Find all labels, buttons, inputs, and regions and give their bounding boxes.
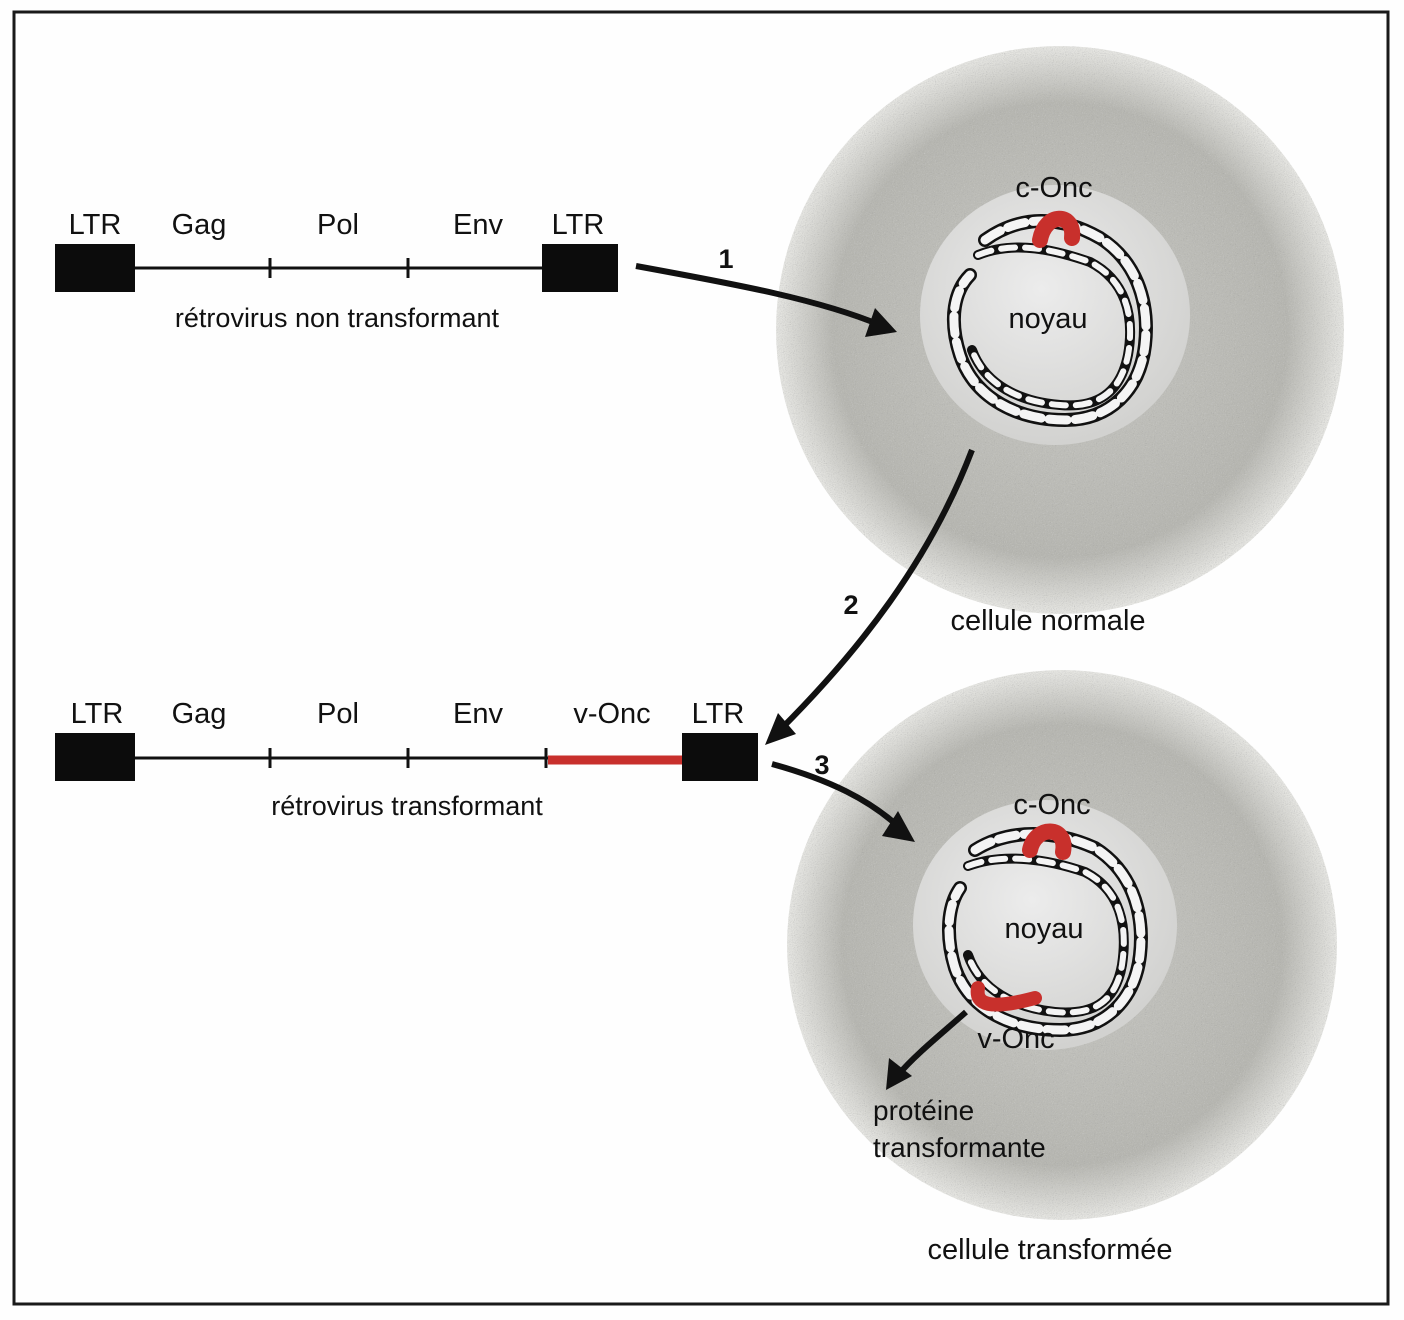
virus1-caption: rétrovirus non transformant [175,303,500,333]
virus2-ltr-left-box [55,733,135,781]
virus1-ltr-right-box [542,244,618,292]
virus2-caption: rétrovirus transformant [271,791,543,821]
virus2-pol-label: Pol [317,698,359,730]
transformed-dna-helix [941,827,1148,1038]
virus1-ltr-right-label: LTR [552,209,605,241]
normal-cell-caption: cellule normale [950,605,1145,637]
normal-nucleus-label: noyau [1008,303,1087,335]
arrow-step-1-head [865,308,897,337]
transformed-cell [787,670,1337,1220]
protein-label-line2: transformante [873,1132,1046,1163]
normal-c-onc-segment [1032,210,1081,248]
arrow-step-1 [635,263,885,328]
virus2-ltr-left-label: LTR [71,698,124,730]
transformed-v-onc-segment [970,981,1042,1012]
arrow-step-2-head [765,713,796,745]
virus1-ltr-left-box [55,244,135,292]
arrow-step-3-head [882,811,915,842]
virus2-env-label: Env [453,698,503,730]
transformed-cell-caption: cellule transformée [928,1234,1173,1266]
step-2-label: 2 [843,590,858,620]
normal-c-onc-label: c-Onc [1015,172,1092,204]
virus1-pol-label: Pol [317,209,359,241]
transformed-v-onc-label: v-Onc [977,1023,1054,1055]
arrow-protein [895,1009,968,1077]
normal-cell [776,46,1344,614]
arrow-protein-head [886,1058,912,1090]
virus-non-transforming: LTR Gag Pol Env LTR rétrovirus non trans… [55,209,618,333]
virus1-gag-label: Gag [172,209,227,241]
transformed-nucleus-label: noyau [1004,913,1083,945]
protein-label-line1: protéine [873,1095,974,1126]
virus1-ltr-left-label: LTR [69,209,122,241]
transformed-c-onc-label: c-Onc [1013,789,1090,821]
normal-dna-helix [947,214,1153,428]
virus1-env-label: Env [453,209,503,241]
virus2-v-onc-label: v-Onc [573,698,650,730]
virus2-gag-label: Gag [172,698,227,730]
virus2-ltr-right-label: LTR [692,698,745,730]
virus2-ltr-right-box [682,733,758,781]
arrow-step-3 [771,761,903,831]
transformed-c-onc-segment [1022,823,1072,860]
figure-frame [12,10,1390,1306]
arrow-step-2 [777,448,975,733]
step-1-label: 1 [718,244,733,274]
virus-transforming: LTR Gag Pol Env v-Onc LTR rétrovirus tra… [55,698,758,821]
step-3-label: 3 [814,750,829,780]
